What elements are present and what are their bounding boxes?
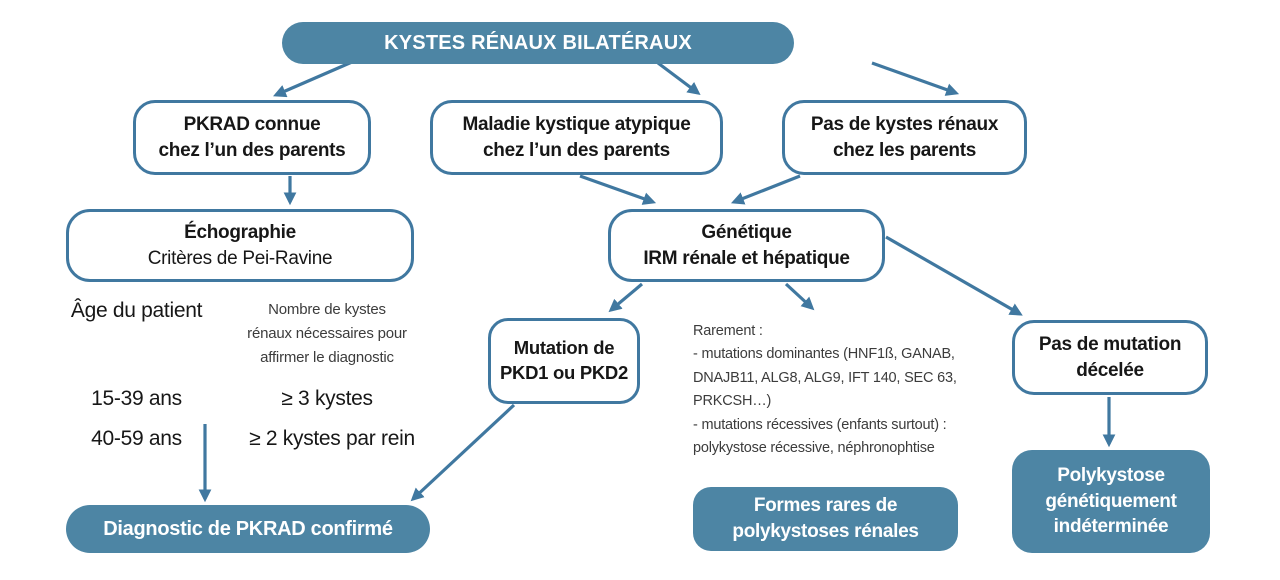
note-line: - mutations récessives (enfants surtout)… [693, 416, 947, 433]
arrow-root-to-paskystes [871, 61, 960, 96]
arrow-genetique-to-nomutation [885, 235, 1023, 316]
node-line: indéterminée [1053, 516, 1169, 538]
node-polykystose-indeterminee: Polykystose génétiquement indéterminée [1012, 450, 1210, 553]
table-header-age: Âge du patient [70, 299, 203, 322]
node-line: Formes rares de [753, 495, 898, 517]
table-header-nb-kystes: Nombre de kystes rénaux nécessaires pour… [227, 298, 427, 370]
node-line: Pas de kystes rénaux [810, 113, 999, 135]
arrow-atypique-to-genetique [579, 174, 657, 205]
node-line: polykystoses rénales [732, 521, 919, 542]
table-row2-criteria: ≥ 2 kystes par rein [249, 427, 415, 450]
node-line: PKD1 ou PKD2 [500, 362, 628, 383]
node-line: Mutation de [513, 337, 615, 359]
arrow-paskystes-to-genetique [730, 174, 801, 205]
rare-mutations-note: Rarement : - mutations dominantes (HNF1ß… [693, 320, 998, 461]
note-line: DNAJB11, ALG8, ALG9, IFT 140, SEC 63, [693, 369, 957, 386]
node-line: chez les parents [832, 139, 977, 161]
arrow-genetique-to-rare [784, 282, 815, 311]
node-line: Pas de mutation [1038, 333, 1182, 355]
table-row1-criteria: ≥ 3 kystes [281, 387, 373, 410]
node-pkrad-connue: PKRAD connue chez l’un des parents [133, 100, 371, 175]
header-line: Nombre de kystes [268, 301, 386, 318]
note-line: polykystose récessive, néphronophtise [693, 440, 935, 457]
table-row2-age: 40-59 ans [91, 427, 182, 450]
arrow-root-to-pkrad [273, 60, 353, 98]
node-line: PKRAD connue [183, 113, 321, 135]
note-line: - mutations dominantes (HNF1ß, GANAB, [693, 346, 955, 363]
node-subtitle: Critères de Pei-Ravine [147, 247, 333, 269]
arrow-root-to-atypique [657, 61, 701, 95]
node-formes-rares: Formes rares de polykystoses rénales [693, 487, 958, 551]
node-line: décelée [1076, 359, 1144, 381]
node-line: Génétique [701, 221, 792, 243]
note-line: PRKCSH…) [693, 393, 772, 410]
arrow-mutation-to-diagnostic [410, 403, 516, 502]
node-echographie: Échographie Critères de Pei-Ravine [66, 209, 414, 282]
node-line: chez l’un des parents [158, 139, 346, 161]
header-line: affirmer le diagnostic [260, 349, 394, 366]
node-pas-de-kystes: Pas de kystes rénaux chez les parents [782, 100, 1027, 175]
note-line: Rarement : [693, 323, 763, 339]
node-label: Diagnostic de PKRAD confirmé [103, 517, 393, 540]
node-mutation-pkd1-pkd2: Mutation de PKD1 ou PKD2 [488, 318, 640, 404]
arrow-genetique-to-mutation [608, 282, 644, 313]
node-line: génétiquement [1045, 490, 1177, 512]
node-line: IRM rénale et hépatique [643, 247, 850, 269]
node-line: chez l’un des parents [483, 139, 670, 161]
table-row1-age: 15-39 ans [91, 387, 182, 410]
node-label: KYSTES RÉNAUX BILATÉRAUX [384, 31, 692, 54]
node-maladie-kystique-atypique: Maladie kystique atypique chez l’un des … [430, 100, 723, 175]
node-diagnostic-confirme: Diagnostic de PKRAD confirmé [66, 505, 430, 553]
node-title: Échographie [184, 221, 296, 243]
node-line: Polykystose [1057, 465, 1165, 487]
node-genetique-irm: Génétique IRM rénale et hépatique [608, 209, 885, 282]
header-line: rénaux nécessaires pour [247, 325, 407, 342]
node-line: Maladie kystique atypique [462, 113, 691, 135]
node-pas-de-mutation: Pas de mutation décelée [1012, 320, 1208, 395]
node-kystes-renaux-bilateraux: KYSTES RÉNAUX BILATÉRAUX [282, 22, 794, 64]
